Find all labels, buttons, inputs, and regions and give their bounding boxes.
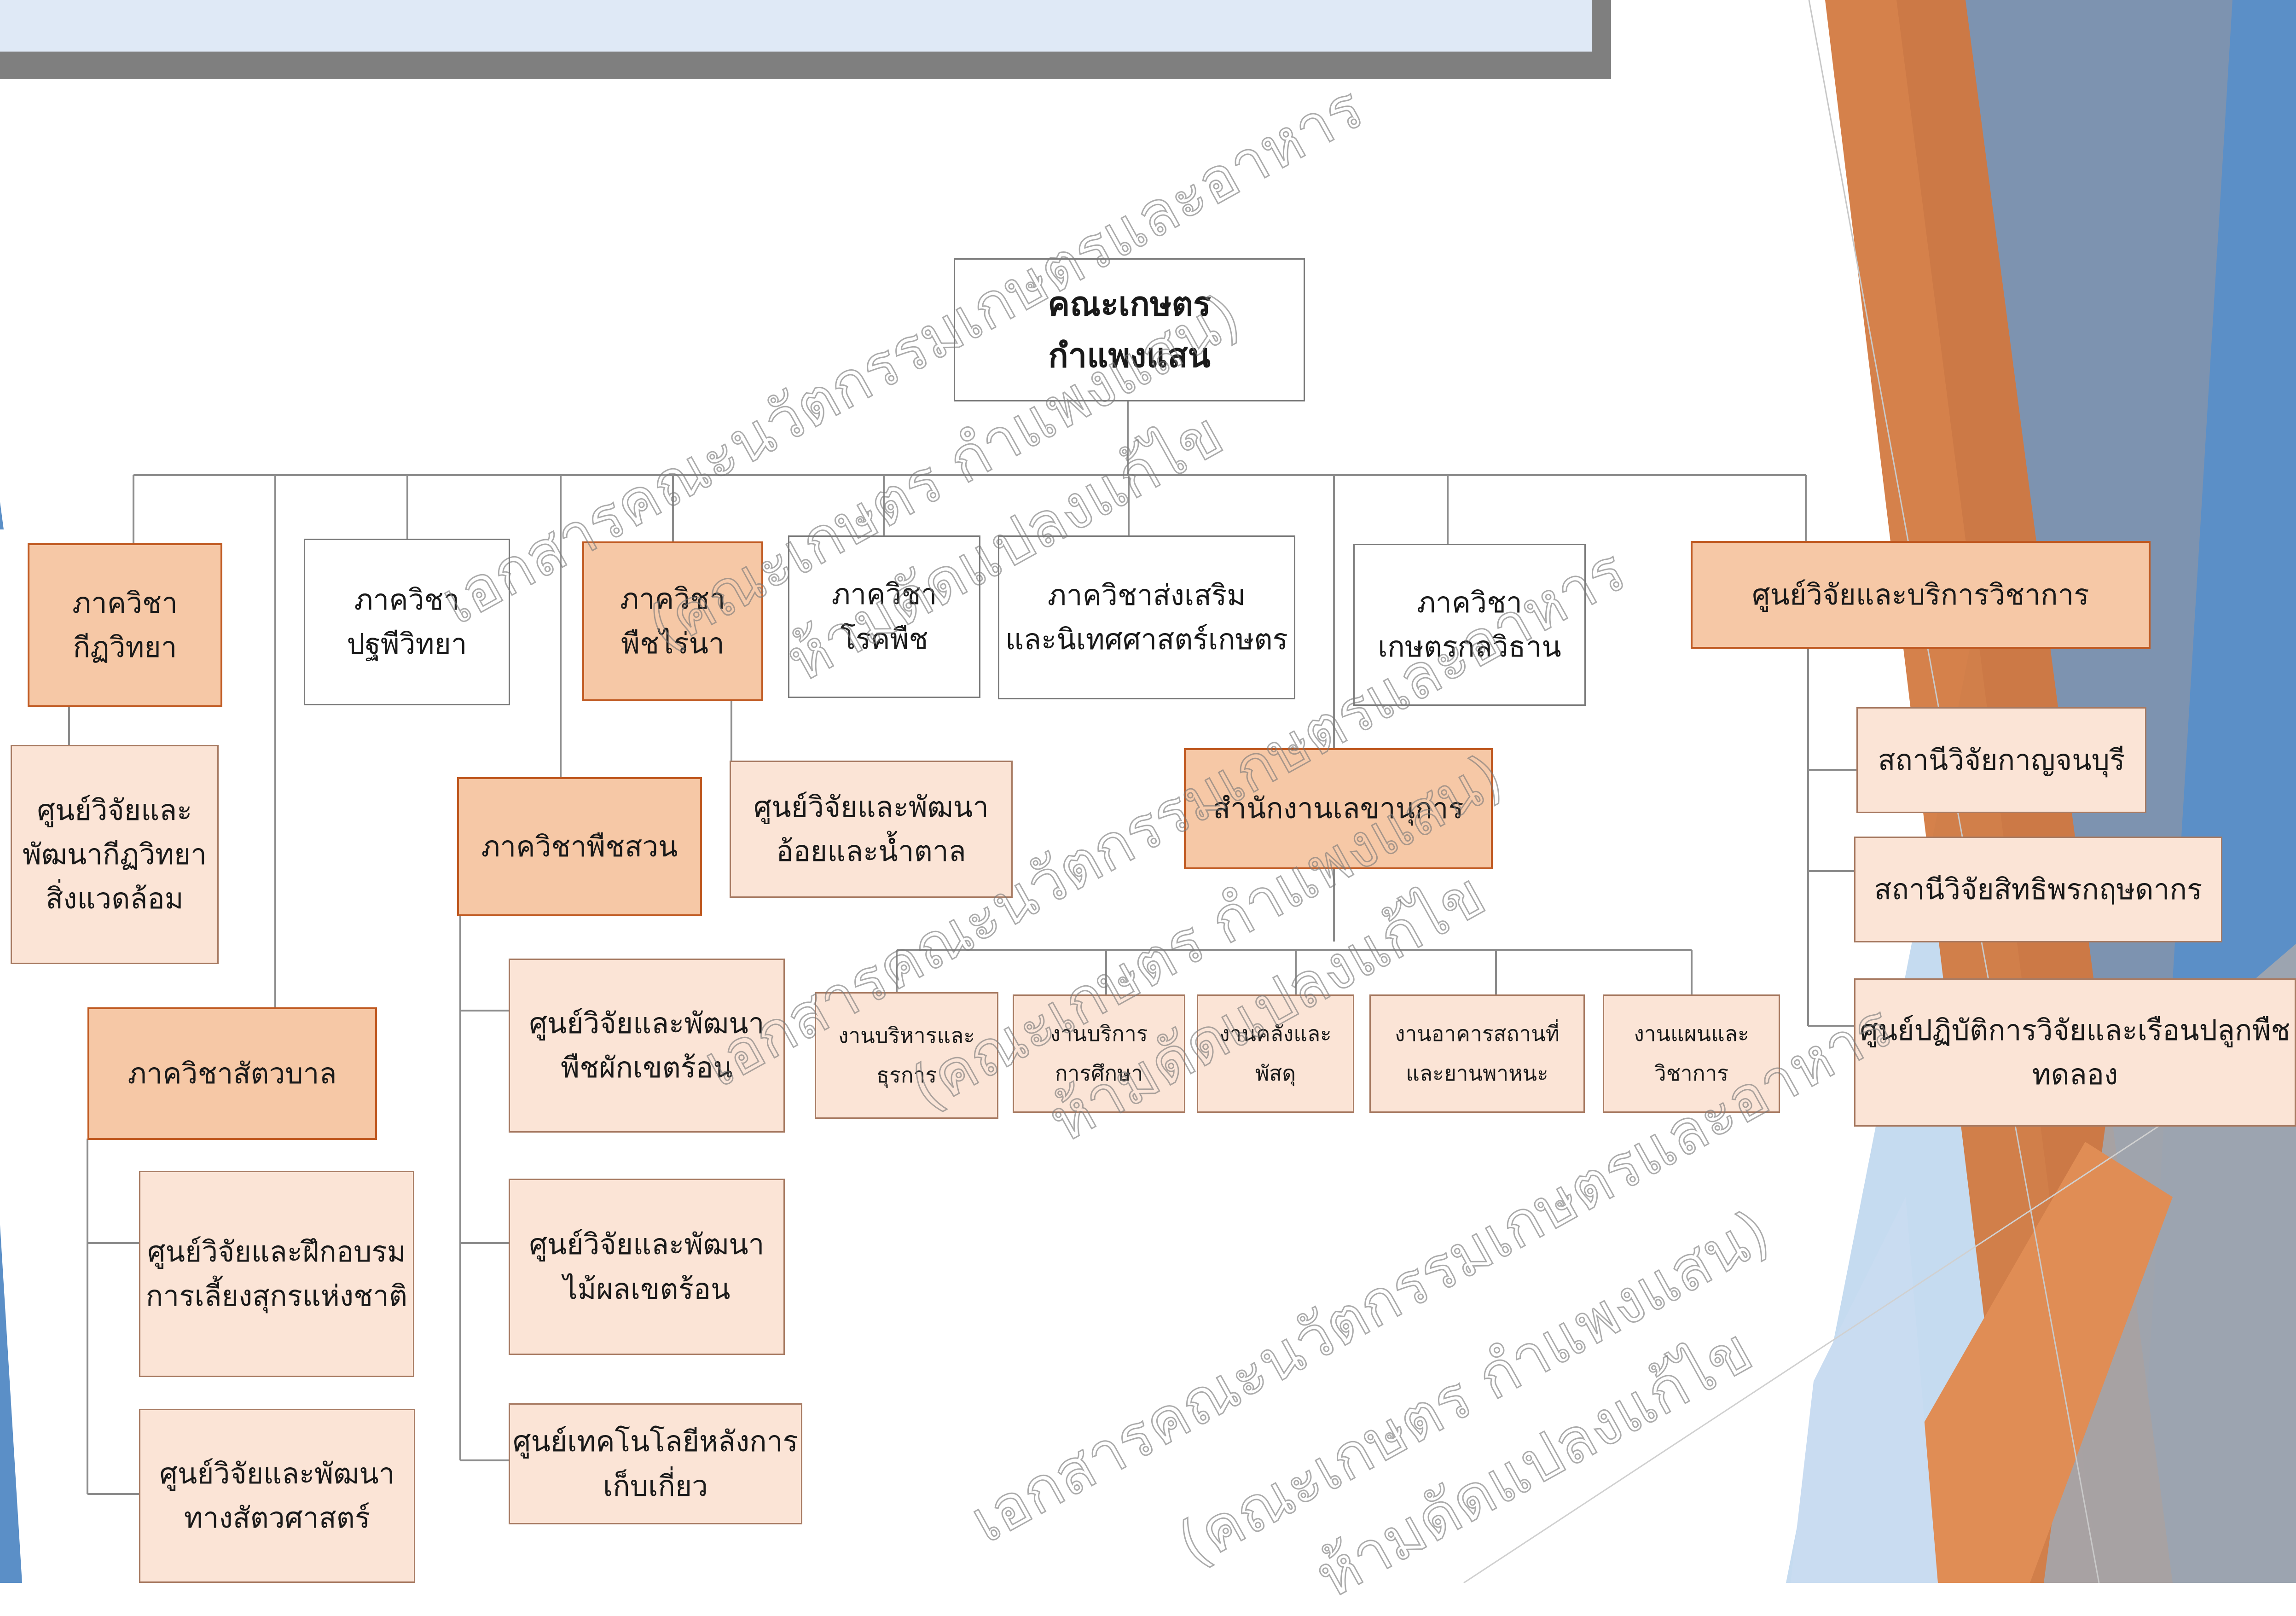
dept-extension-box: ภาควิชาส่งเสริม และนิเทศศาสตร์เกษตร <box>998 535 1295 699</box>
center-entomology-env-line-1: ศูนย์วิจัยและ <box>37 793 192 827</box>
dept-soil-science-line-2: ปฐพีวิทยา <box>347 627 467 661</box>
dept-extension-line-2: และนิเทศศาสตร์เกษตร <box>1005 622 1288 656</box>
unit-buildings-box: งานอาคารสถานที่ และยานพาหนะ <box>1369 994 1585 1113</box>
dept-entomology-box: ภาควิชา กีฏวิทยา <box>28 543 222 707</box>
dept-agronomy-box: ภาควิชา พืชไร่นา <box>582 541 763 701</box>
dept-entomology-line-2: กีฏวิทยา <box>73 630 177 664</box>
center-animal-science-dev-box: ศูนย์วิจัยและพัฒนา ทางสัตวศาสตร์ <box>139 1409 415 1583</box>
unit-planning-box: งานแผนและ วิชาการ <box>1603 994 1780 1113</box>
center-greenhouse-line-2: ทดลอง <box>2032 1058 2118 1091</box>
center-animal-science-dev-line-1: ศูนย์วิจัยและพัฒนา <box>159 1456 395 1490</box>
center-animal-science-dev-line-2: ทางสัตวศาสตร์ <box>184 1501 371 1535</box>
center-postharvest-line-2: เก็บเกี่ยว <box>603 1469 708 1503</box>
top-banner <box>0 0 1592 52</box>
dept-agricultural-science-line-1: ภาควิชา <box>1417 585 1522 619</box>
center-greenhouse-line-1: ศูนย์ปฏิบัติการวิจัยและเรือนปลูกพืช <box>1860 1013 2290 1047</box>
unit-treasury-line-1: งานคลังและ <box>1219 1021 1332 1046</box>
center-swine-training-line-2: การเลี้ยงสุกรแห่งชาติ <box>145 1279 408 1313</box>
dept-entomology-line-1: ภาควิชา <box>72 586 178 620</box>
secretary-office-line-1: สำนักงานเลขานุการ <box>1213 791 1464 825</box>
unit-admin-box: งานบริหารและ ธุรการ <box>815 992 998 1119</box>
connector-lines <box>68 401 1857 1495</box>
center-tropical-vegetables-line-1: ศูนย์วิจัยและพัฒนา <box>529 1006 765 1040</box>
center-sugarcane-line-1: ศูนย์วิจัยและพัฒนา <box>754 790 989 824</box>
center-postharvest-line-1: ศูนย์เทคโนโลยีหลังการ <box>513 1424 798 1459</box>
dept-agronomy-line-1: ภาควิชา <box>620 582 725 616</box>
unit-planning-line-1: งานแผนและ <box>1634 1021 1749 1046</box>
deco-left-blue-lower <box>0 1225 22 1583</box>
unit-buildings-line-1: งานอาคารสถานที่ <box>1394 1021 1560 1046</box>
dept-plant-pathology-line-2: โรคพืช <box>840 622 928 656</box>
dept-agronomy-line-2: พืชไร่นา <box>621 626 725 660</box>
dept-horticulture-box: ภาควิชาพืชสวน <box>457 777 702 916</box>
deco-stripe-light <box>1791 1197 1938 1583</box>
center-tropical-vegetables-line-2: พืชผักเขตร้อน <box>561 1051 733 1084</box>
unit-planning-line-2: วิชาการ <box>1654 1060 1729 1086</box>
station-sittiporn-line-1: สถานีวิจัยสิทธิพรกฤษดากร <box>1874 872 2203 906</box>
unit-education-line-2: การศึกษา <box>1055 1060 1143 1086</box>
center-tropical-fruit-line-2: ไม้ผลเขตร้อน <box>563 1272 731 1306</box>
dept-soil-science-box: ภาควิชา ปฐพีวิทยา <box>304 539 510 705</box>
unit-buildings-line-2: และยานพาหนะ <box>1406 1060 1548 1086</box>
center-postharvest-box: ศูนย์เทคโนโลยีหลังการ เก็บเกี่ยว <box>509 1403 802 1524</box>
unit-treasury-box: งานคลังและ พัสดุ <box>1197 994 1354 1113</box>
dept-plant-pathology-box: ภาควิชา โรคพืช <box>788 535 980 698</box>
dept-agricultural-science-line-2: เกษตรกลวิธาน <box>1378 630 1561 663</box>
unit-education-box: งานบริการ การศึกษา <box>1013 994 1185 1113</box>
unit-education-line-1: งานบริการ <box>1050 1021 1148 1046</box>
center-entomology-env-line-3: สิ่งแวดล้อม <box>46 882 184 916</box>
dept-animal-science-line-1: ภาควิชาสัตวบาล <box>128 1056 337 1090</box>
faculty-root-line-2: กำแพงแสน <box>1048 336 1211 375</box>
dept-agricultural-science-box: ภาควิชา เกษตรกลวิธาน <box>1353 544 1586 706</box>
station-sittiporn-box: สถานีวิจัยสิทธิพรกฤษดากร <box>1854 837 2222 942</box>
dept-soil-science-line-1: ภาควิชา <box>354 582 460 616</box>
center-tropical-fruit-box: ศูนย์วิจัยและพัฒนา ไม้ผลเขตร้อน <box>509 1179 785 1355</box>
dept-plant-pathology-line-1: ภาควิชา <box>831 577 937 611</box>
research-service-center-line-1: ศูนย์วิจัยและบริการวิชาการ <box>1752 577 2089 611</box>
dept-horticulture-line-1: ภาควิชาพืชสวน <box>481 829 678 863</box>
faculty-root-line-1: คณะเกษตร <box>1048 284 1211 323</box>
unit-admin-line-1: งานบริหารและ <box>838 1023 975 1048</box>
center-tropical-fruit-line-1: ศูนย์วิจัยและพัฒนา <box>529 1227 765 1261</box>
unit-treasury-line-2: พัสดุ <box>1255 1060 1296 1086</box>
faculty-root-box: คณะเกษตร กำแพงแสน <box>954 258 1305 401</box>
dept-extension-line-1: ภาควิชาส่งเสริม <box>1047 578 1246 612</box>
center-swine-training-box: ศูนย์วิจัยและฝึกอบรม การเลี้ยงสุกรแห่งชา… <box>139 1171 414 1377</box>
center-sugarcane-box: ศูนย์วิจัยและพัฒนา อ้อยและน้ำตาล <box>730 761 1013 898</box>
unit-admin-line-2: ธุรการ <box>876 1062 937 1087</box>
center-swine-training-line-1: ศูนย์วิจัยและฝึกอบรม <box>147 1234 406 1268</box>
center-entomology-env-line-2: พัฒนากีฏวิทยา <box>22 837 207 871</box>
center-greenhouse-box: ศูนย์ปฏิบัติการวิจัยและเรือนปลูกพืช ทดลอ… <box>1854 978 2296 1127</box>
center-sugarcane-line-2: อ้อยและน้ำตาล <box>776 834 966 868</box>
dept-animal-science-box: ภาควิชาสัตวบาล <box>87 1007 377 1140</box>
center-tropical-vegetables-box: ศูนย์วิจัยและพัฒนา พืชผักเขตร้อน <box>509 959 785 1133</box>
secretary-office-box: สำนักงานเลขานุการ <box>1184 748 1493 869</box>
station-kanchanaburi-box: สถานีวิจัยกาญจนบุรี <box>1856 707 2146 813</box>
center-entomology-env-box: ศูนย์วิจัยและ พัฒนากีฏวิทยา สิ่งแวดล้อม <box>11 745 219 964</box>
deco-left-blue-upper <box>0 502 4 529</box>
station-kanchanaburi-line-1: สถานีวิจัยกาญจนบุรี <box>1878 743 2125 777</box>
research-service-center-box: ศูนย์วิจัยและบริการวิชาการ <box>1691 541 2151 649</box>
